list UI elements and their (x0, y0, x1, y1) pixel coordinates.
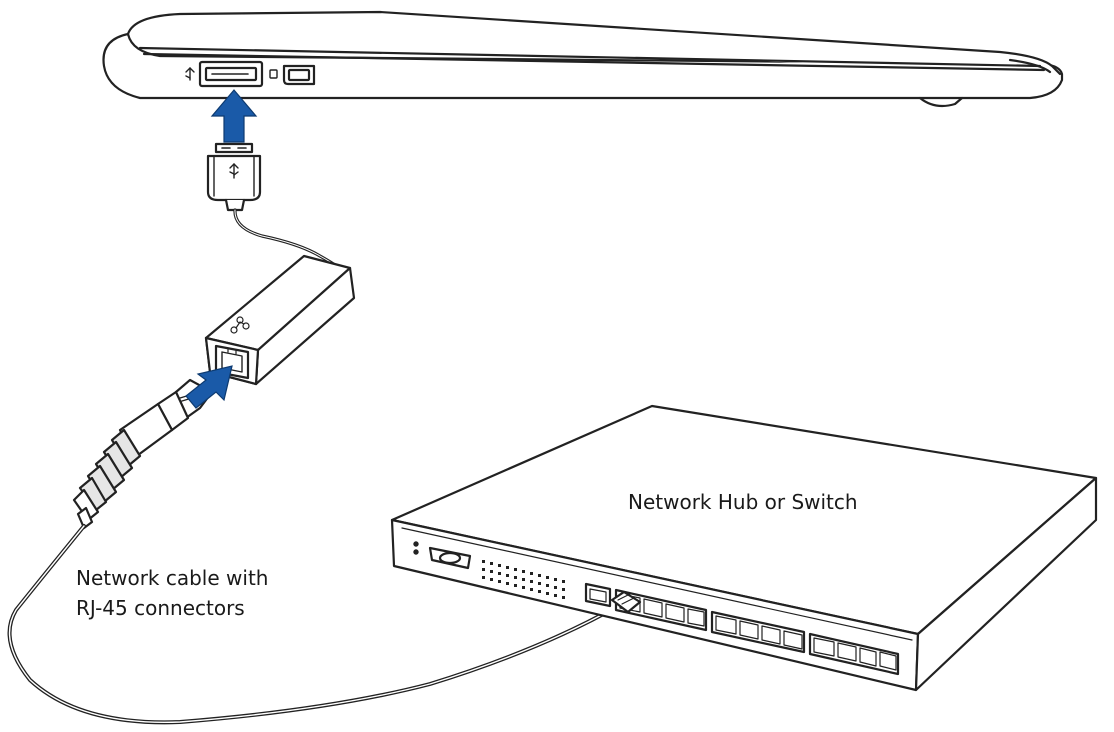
usb-icon (229, 163, 239, 179)
network-icon (230, 316, 250, 334)
switch-port (584, 582, 612, 608)
insert-arrow-rj45 (185, 365, 233, 409)
switch-label: Network Hub or Switch (628, 490, 858, 514)
laptop (102, 10, 1064, 108)
ethernet-adapter (204, 254, 356, 386)
switch-port-group-3 (808, 632, 900, 676)
status-leds (482, 560, 565, 599)
network-switch (390, 404, 1098, 692)
cable-label-line-2: RJ-45 connectors (76, 596, 245, 620)
display-icon (269, 69, 278, 79)
insert-arrow-usb (210, 89, 258, 143)
usb-icon (185, 67, 195, 81)
switch-port-group-2 (710, 610, 806, 654)
cable-label: Network cable with RJ-45 connectors (76, 563, 268, 623)
cable-label-line-1: Network cable with (76, 566, 269, 590)
